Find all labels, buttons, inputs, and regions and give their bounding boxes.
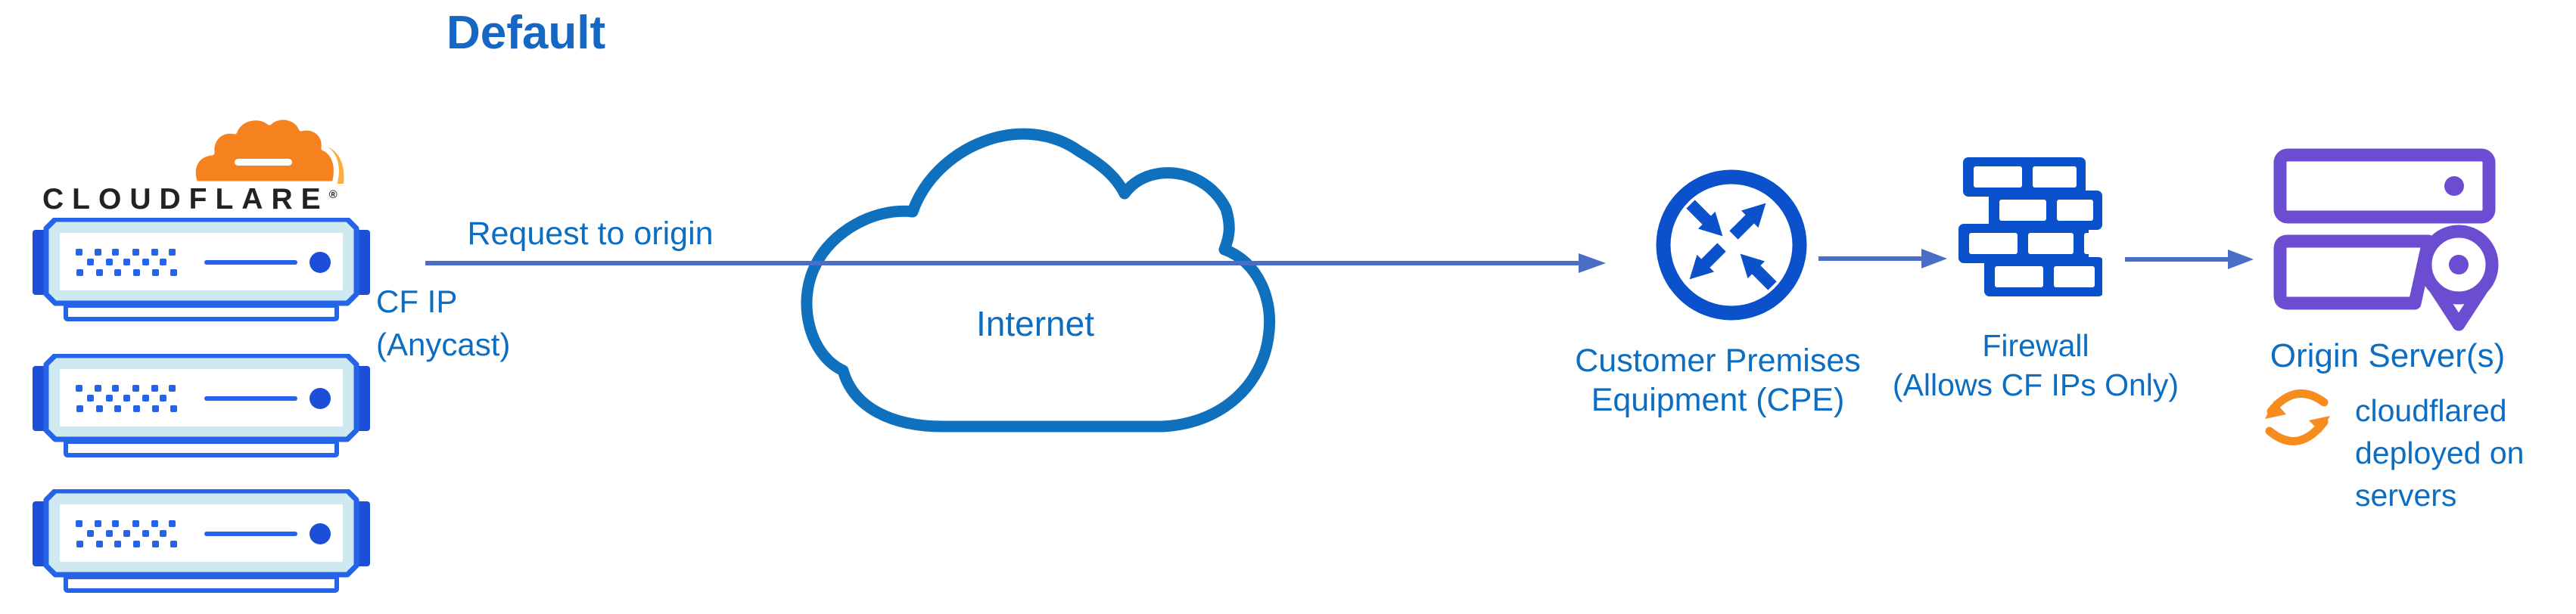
cpe-label: Customer Premises Equipment (CPE) [1575, 343, 1861, 418]
arrow-connector [1818, 249, 1947, 268]
edge-server-icon [33, 489, 370, 595]
edge-server-icon [33, 354, 370, 460]
request-to-origin-label: Request to origin [467, 216, 714, 252]
arrow-connector [2125, 250, 2254, 269]
edge-server-icon [33, 218, 370, 324]
cloudflare-wordmark: CLOUDFLARE® [42, 183, 338, 216]
registered-mark: ® [328, 188, 338, 201]
cpe-router-icon [1656, 169, 1807, 321]
internet-label: Internet [976, 304, 1094, 343]
origin-servers-label: Origin Server(s) [2270, 337, 2506, 374]
arrow-connector [425, 253, 1606, 273]
origin-servers-icon [2273, 148, 2499, 331]
sync-icon [2265, 389, 2330, 445]
firewall-label: Firewall (Allows CF IPs Only) [1892, 328, 2179, 402]
cloudflare-logo-icon [190, 114, 344, 186]
internet-cloud-icon [801, 128, 1276, 433]
cloudflared-label: cloudflared deployed on servers [2355, 393, 2525, 513]
location-pin-icon [2419, 225, 2499, 331]
page-title: Default [446, 7, 606, 59]
cf-ip-anycast-label: CF IP (Anycast) [376, 284, 511, 363]
firewall-brick-icon [1958, 157, 2102, 296]
